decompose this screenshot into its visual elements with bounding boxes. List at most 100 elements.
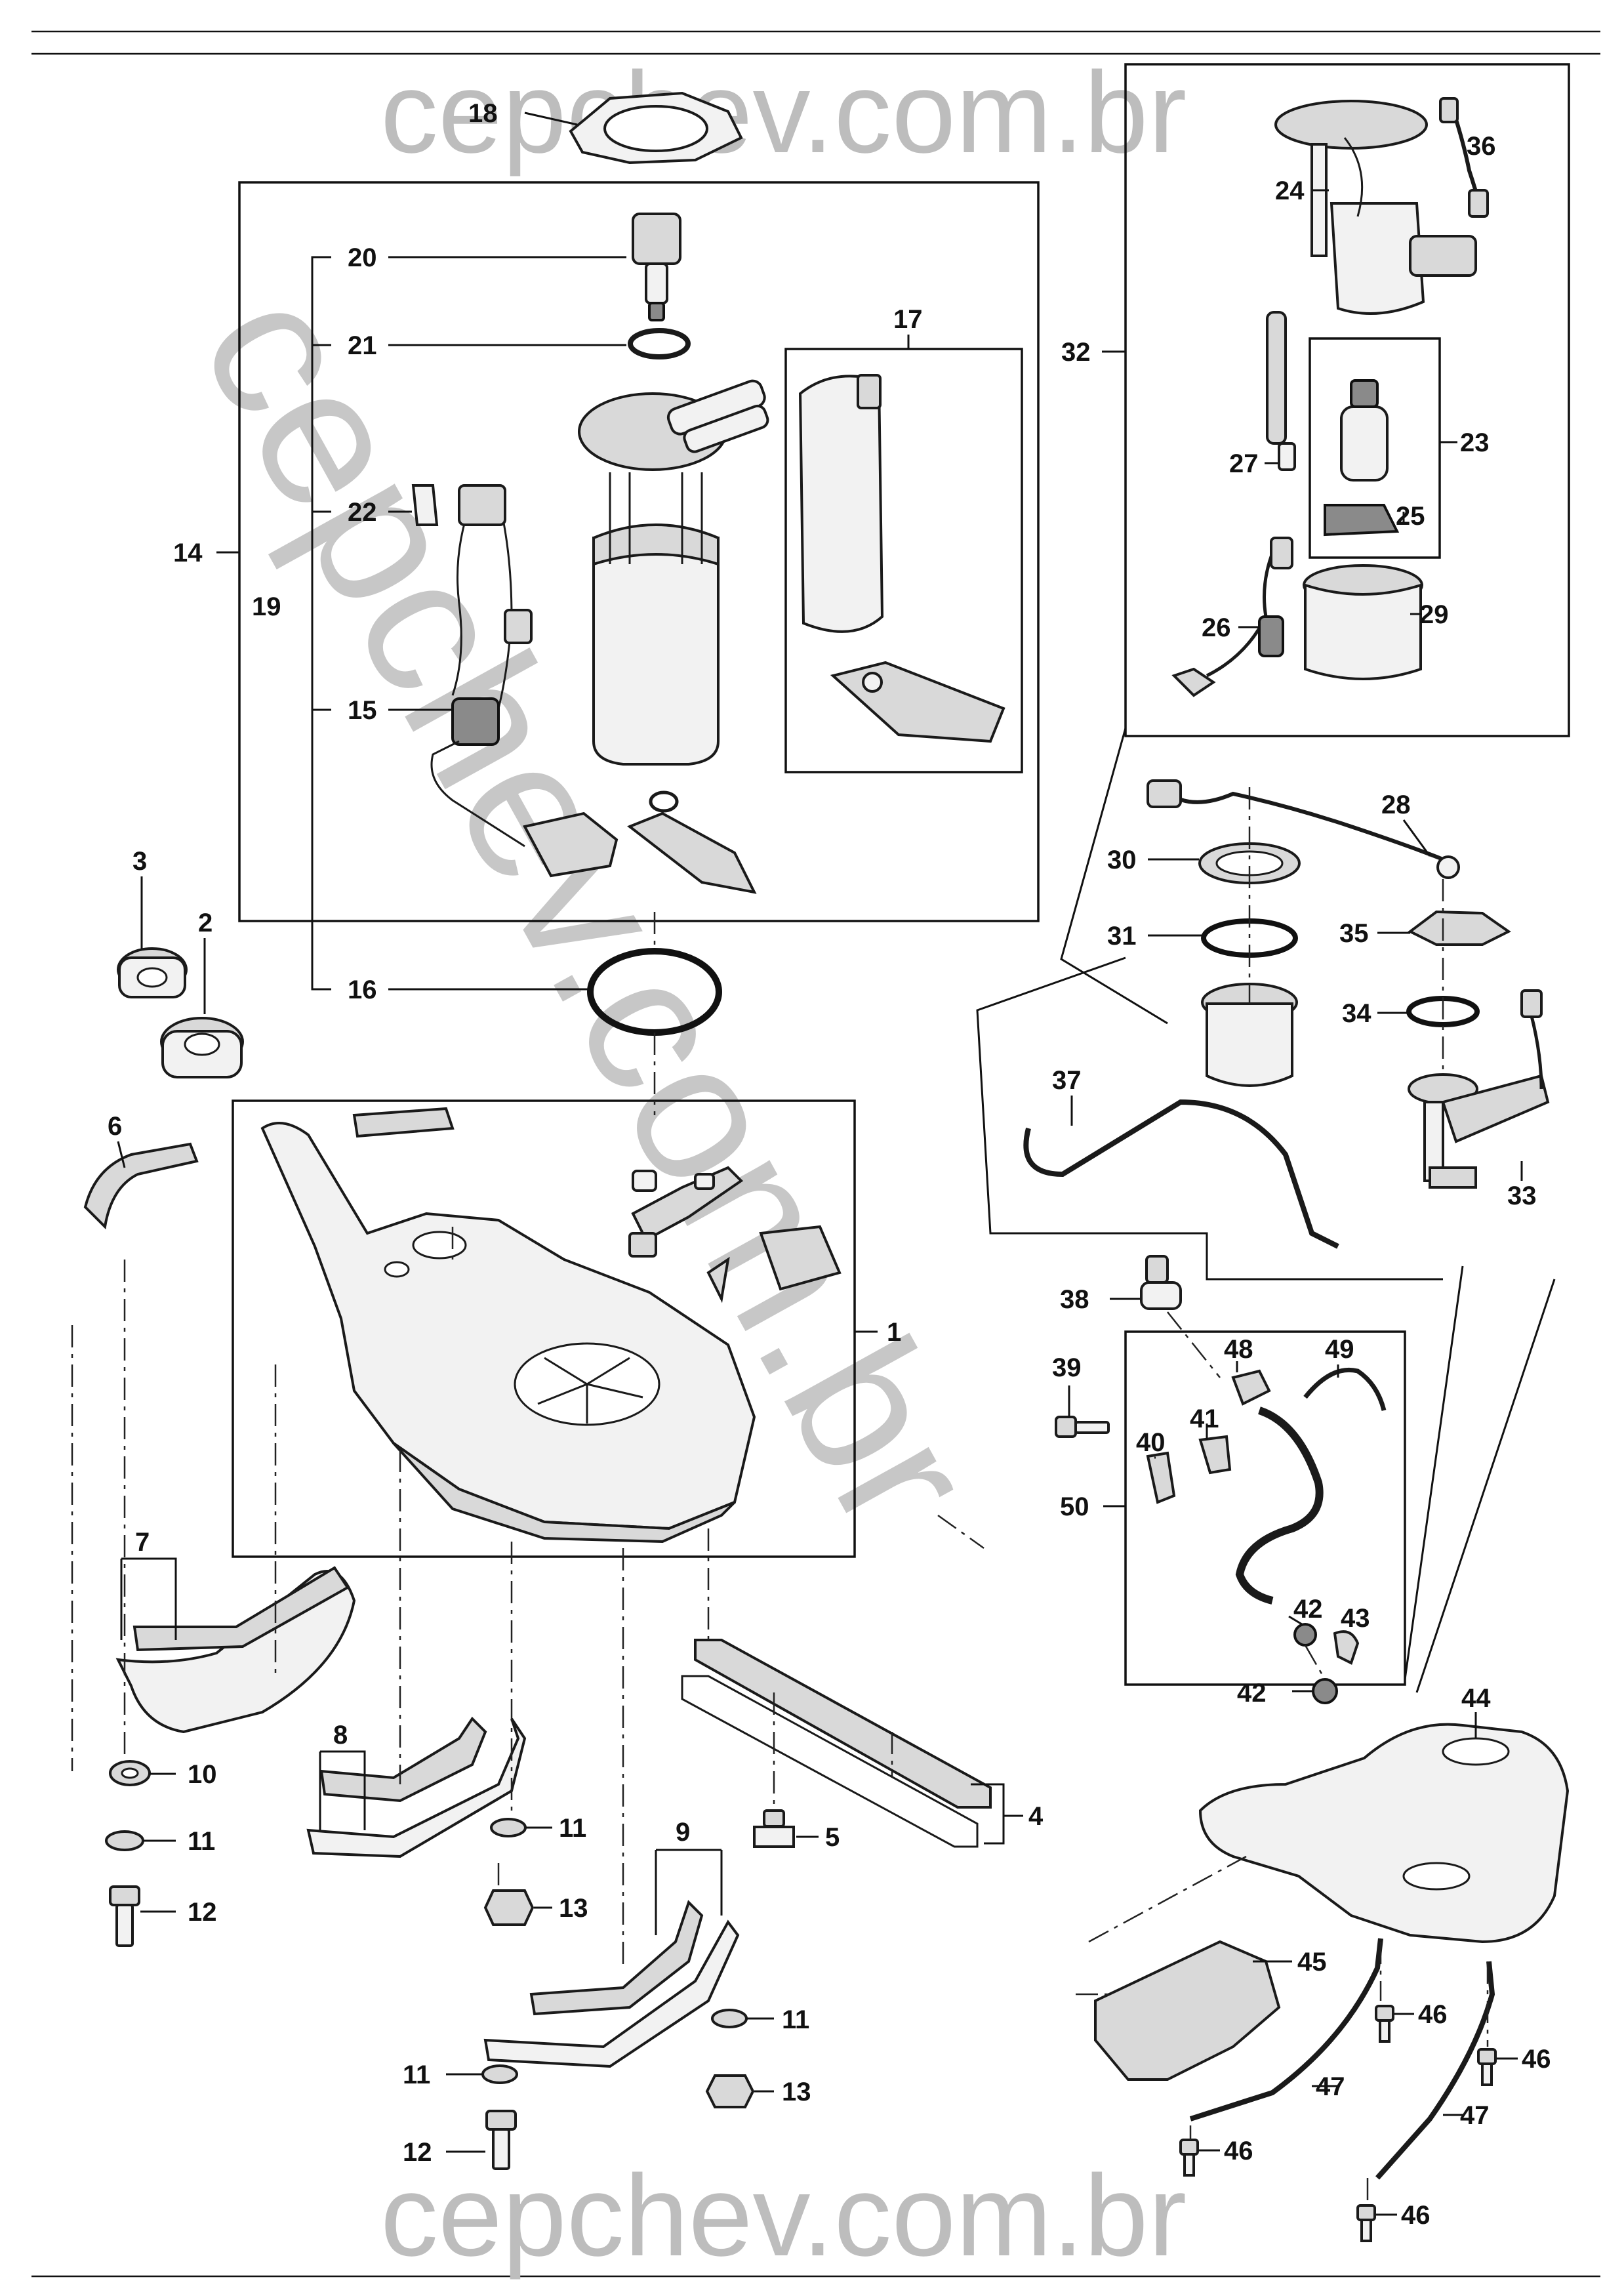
callout-29: 29	[1419, 600, 1449, 629]
callout-3: 3	[132, 847, 147, 876]
bolt-5	[753, 1809, 795, 1848]
leader-lines	[117, 112, 1523, 2216]
small-ring	[649, 790, 679, 813]
connector-20	[632, 213, 681, 321]
callout-11-mid: 11	[559, 1814, 586, 1843]
rails-4	[681, 1639, 992, 1848]
cap-42-upper	[1293, 1623, 1317, 1647]
callout-46-a: 46	[1418, 2000, 1448, 2029]
nut-13-right	[705, 2074, 755, 2108]
alignment-lines	[71, 787, 1489, 2204]
bolt-46-a	[1375, 2005, 1394, 2043]
fuel-lines-assembly	[1235, 1406, 1324, 1605]
lock-ring-18	[569, 91, 743, 165]
callout-46-d: 46	[1401, 2201, 1431, 2230]
tank-pads-set	[628, 1166, 842, 1303]
sender-33	[1408, 989, 1550, 1189]
clip-10	[109, 1760, 151, 1786]
callout-30: 30	[1107, 846, 1137, 874]
callout-45: 45	[1297, 1948, 1327, 1977]
callout-9: 9	[676, 1818, 690, 1847]
callout-20: 20	[348, 243, 377, 272]
callout-8: 8	[333, 1721, 348, 1750]
callout-11-left: 11	[188, 1827, 215, 1856]
strap-6	[83, 1142, 199, 1230]
washer-11-right	[711, 2009, 748, 2028]
callout-12-bottom: 12	[403, 2138, 432, 2167]
bolt-12-bottom	[485, 2110, 517, 2170]
fuel-filter-17	[798, 374, 1005, 743]
heat-shield-45	[1094, 1940, 1281, 2081]
connector-to-44-a	[1404, 1265, 1464, 1680]
callout-44: 44	[1461, 1684, 1491, 1713]
callout-24: 24	[1275, 176, 1305, 205]
watermark-bottom: cepchev.com.br	[380, 2152, 1187, 2280]
callout-46-b: 46	[1522, 2045, 1551, 2074]
strainer-25	[1324, 504, 1400, 537]
callout-16: 16	[348, 975, 377, 1004]
clip-41	[1198, 1435, 1232, 1475]
harness-36-plug-bottom	[1468, 189, 1489, 218]
callout-47-b: 47	[1460, 2101, 1490, 2130]
callout-22: 22	[348, 498, 377, 527]
harness-36-plug-top	[1439, 97, 1459, 123]
clip-40	[1146, 1451, 1176, 1504]
frame-lines-50	[1124, 1330, 1406, 1686]
callout-43: 43	[1341, 1604, 1370, 1633]
callout-42-upper: 42	[1293, 1595, 1323, 1624]
fuel-pump-23	[1340, 379, 1389, 482]
callout-48: 48	[1224, 1335, 1253, 1364]
callout-23: 23	[1460, 428, 1490, 457]
watermark-top: cepchev.com.br	[380, 49, 1187, 177]
callout-34: 34	[1342, 999, 1371, 1028]
callout-42-lower: 42	[1237, 1679, 1267, 1708]
strap-7	[115, 1566, 356, 1734]
frame-tank-1	[232, 1099, 856, 1558]
callout-50: 50	[1060, 1492, 1089, 1521]
callout-31: 31	[1107, 922, 1137, 951]
callout-27: 27	[1229, 449, 1259, 478]
grommet-2	[160, 1017, 244, 1078]
callout-36: 36	[1467, 132, 1496, 161]
reservoir-29	[1303, 564, 1423, 680]
strap-9	[483, 1900, 740, 2068]
callout-26: 26	[1202, 613, 1231, 642]
callout-35: 35	[1339, 919, 1369, 948]
harness-28-end	[1436, 855, 1460, 879]
bolt-46-c	[1179, 2139, 1199, 2177]
callout-14: 14	[173, 539, 203, 567]
callout-39: 39	[1052, 1353, 1082, 1382]
callout-37: 37	[1052, 1066, 1082, 1095]
callout-41: 41	[1190, 1404, 1219, 1433]
callout-32: 32	[1061, 338, 1091, 367]
washer-11-mid	[490, 1818, 527, 1837]
connector-frame32-b	[976, 956, 1443, 1281]
seal-21	[628, 328, 691, 359]
tube-49	[1303, 1367, 1387, 1411]
grommet-3	[117, 947, 188, 998]
callout-12-left: 12	[188, 1898, 217, 1927]
callout-13-mid: 13	[559, 1894, 588, 1923]
callout-38: 38	[1060, 1285, 1089, 1314]
strap-8	[306, 1716, 527, 1858]
fuel-line-37	[1023, 1099, 1339, 1249]
connector-frame32	[1060, 728, 1168, 1025]
callout-10: 10	[188, 1760, 217, 1789]
bolt-46-b	[1477, 2048, 1497, 2086]
clip-22	[411, 484, 439, 526]
frame-filter-17	[784, 348, 1023, 773]
callout-33: 33	[1507, 1181, 1537, 1210]
callout-18: 18	[468, 99, 498, 128]
callout-46-c: 46	[1224, 2137, 1253, 2165]
callout-17: 17	[893, 305, 923, 334]
pump-module-15	[430, 379, 769, 878]
bolt-46-d	[1356, 2204, 1376, 2242]
tank-pad-top	[352, 1107, 455, 1138]
harness-28-plug	[1147, 779, 1182, 808]
strap-47-left	[1189, 1938, 1383, 2122]
harness-28	[1159, 785, 1444, 861]
callout-1: 1	[887, 1318, 901, 1347]
sensor-26	[1171, 537, 1293, 697]
valve-38	[1140, 1255, 1182, 1310]
